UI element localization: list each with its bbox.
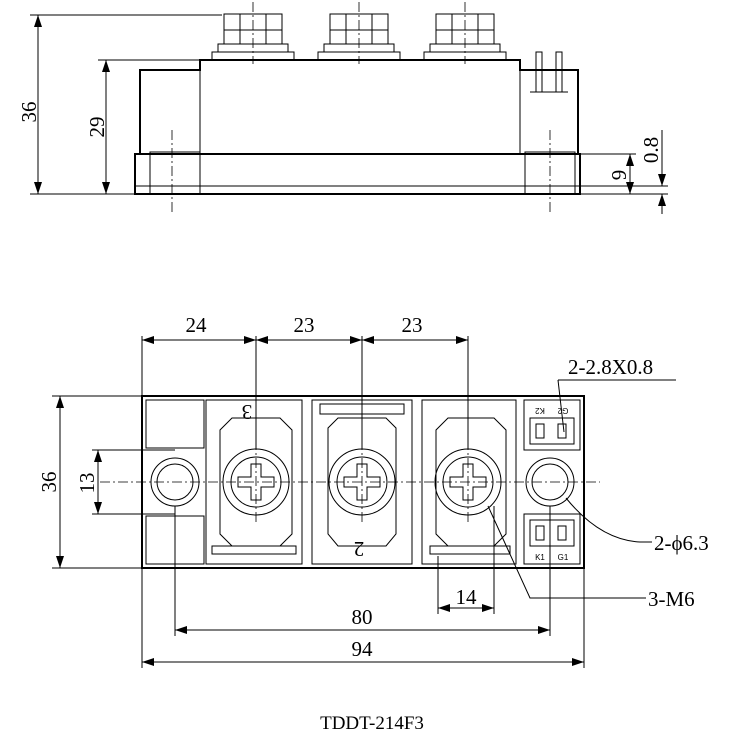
- side-dim-height-total: 36: [17, 102, 41, 123]
- terminal-area-1: [421, 399, 517, 565]
- side-gate-pins: [530, 51, 568, 93]
- drawing-caption: TDDT-214F3: [320, 713, 424, 734]
- side-nut-2: [317, 2, 401, 64]
- gate-connector-bottom: K1 G1: [523, 513, 581, 565]
- top-left-block-upper: [145, 399, 205, 449]
- terminal-mark-2: 2: [354, 537, 365, 561]
- dim-mount-distance: 80: [352, 605, 373, 629]
- callout-terminal-spec: 2-2.8X0.8: [568, 355, 653, 379]
- side-nut-3: [423, 2, 507, 64]
- terminal-mark-3: 3: [242, 400, 253, 424]
- side-view: 36 29 9 0.8: [17, 2, 668, 214]
- gate-label-g1: G1: [558, 553, 569, 562]
- dim-terminal-width: 14: [456, 585, 478, 609]
- dim-pitch-mid: 23: [294, 313, 315, 337]
- side-dim-height-base: 9: [607, 170, 631, 181]
- terminal-area-3: [205, 399, 303, 565]
- dim-pitch-left: 24: [186, 313, 208, 337]
- screw-2: [328, 440, 396, 525]
- screw-1: [222, 440, 290, 525]
- gate-label-k1: K1: [535, 553, 545, 562]
- dim-length-total: 94: [352, 637, 374, 661]
- side-nut-1: [211, 2, 295, 64]
- dim-hole-spacing: 13: [75, 473, 99, 494]
- gate-label-k2: K2: [535, 406, 545, 415]
- callout-screw-spec: 3-M6: [648, 587, 695, 611]
- side-housing: [139, 59, 579, 154]
- gate-connector-top: K2 G2: [523, 399, 581, 451]
- side-mount-left: [149, 151, 201, 195]
- callout-mount-hole-spec: 2-ϕ6.3: [654, 531, 709, 555]
- side-dim-height-body: 29: [85, 117, 109, 138]
- side-dim-plate-thickness: 0.8: [639, 137, 663, 163]
- dim-width-total: 36: [37, 472, 61, 493]
- side-base-plate: [134, 153, 581, 195]
- screw-3: [434, 440, 502, 525]
- top-view: 3 2: [37, 313, 709, 668]
- gate-label-g2: G2: [557, 406, 568, 415]
- dim-pitch-right: 23: [402, 313, 423, 337]
